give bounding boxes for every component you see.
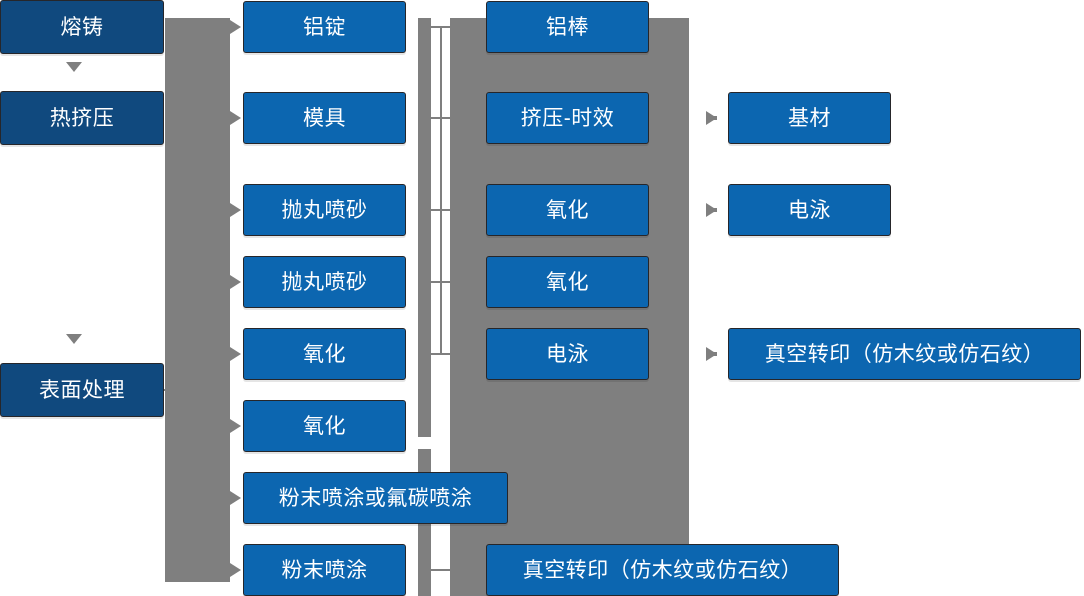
node-mold[interactable]: 模具 — [243, 92, 406, 144]
arrow-right-icon — [230, 563, 241, 577]
arrow-right-icon — [706, 203, 717, 217]
node-shot-blast-1[interactable]: 抛丸喷砂 — [243, 184, 406, 236]
node-label: 表面处理 — [39, 378, 125, 402]
node-label: 粉末喷涂 — [281, 558, 368, 582]
node-shot-blast-2[interactable]: 抛丸喷砂 — [243, 256, 406, 308]
node-label: 铝棒 — [546, 15, 589, 39]
node-label: 模具 — [303, 106, 346, 130]
node-hot-extrusion[interactable]: 热挤压 — [0, 91, 164, 145]
arrow-down-icon — [66, 62, 82, 72]
node-label: 抛丸喷砂 — [281, 198, 368, 222]
arrow-right-icon — [706, 347, 717, 361]
gray-connector-left-main — [165, 18, 230, 582]
node-label: 氧化 — [303, 342, 346, 366]
arrow-right-icon — [230, 20, 241, 34]
arrow-right-icon — [230, 347, 241, 361]
node-oxidation-3[interactable]: 氧化 — [486, 184, 649, 236]
mid-spine-line — [440, 26, 442, 354]
node-label: 铝锭 — [303, 15, 346, 39]
arrow-right-icon — [230, 419, 241, 433]
arrow-right-icon — [230, 111, 241, 125]
node-label: 氧化 — [303, 414, 346, 438]
node-label: 真空转印（仿木纹或仿石纹） — [522, 558, 803, 582]
node-powder-coating[interactable]: 粉末喷涂 — [243, 544, 406, 596]
node-label: 电泳 — [546, 342, 589, 366]
node-oxidation-4[interactable]: 氧化 — [486, 256, 649, 308]
node-surface-treatment[interactable]: 表面处理 — [0, 363, 164, 417]
node-melt-cast[interactable]: 熔铸 — [0, 0, 164, 54]
surface-treatment-connector — [164, 389, 188, 391]
node-vacuum-transfer-print-1[interactable]: 真空转印（仿木纹或仿石纹） — [486, 544, 839, 596]
mid-tick-line — [431, 569, 450, 571]
arrow-right-icon — [230, 491, 241, 505]
node-electrophoresis-1[interactable]: 电泳 — [486, 328, 649, 380]
mid-tick-line — [431, 353, 450, 355]
node-label: 真空转印（仿木纹或仿石纹） — [764, 342, 1045, 366]
arrow-right-icon — [230, 203, 241, 217]
node-electrophoresis-2[interactable]: 电泳 — [728, 184, 891, 236]
arrow-right-icon — [706, 111, 717, 125]
node-powder-or-pvdf-coating[interactable]: 粉末喷涂或氟碳喷涂 — [243, 472, 508, 524]
node-aluminum-bar[interactable]: 铝棒 — [486, 1, 649, 53]
node-label: 熔铸 — [60, 15, 104, 39]
node-label: 氧化 — [546, 270, 589, 294]
node-oxidation-2[interactable]: 氧化 — [243, 400, 406, 452]
node-label: 粉末喷涂或氟碳喷涂 — [278, 486, 473, 510]
arrow-down-icon — [66, 334, 82, 344]
mid-thin-break — [418, 437, 431, 449]
node-label: 抛丸喷砂 — [281, 270, 368, 294]
arrow-right-icon — [230, 275, 241, 289]
node-aluminum-ingot[interactable]: 铝锭 — [243, 1, 406, 53]
gray-connector-left-stub — [165, 342, 187, 377]
node-label: 基材 — [788, 106, 831, 130]
node-label: 电泳 — [788, 198, 831, 222]
node-oxidation-1[interactable]: 氧化 — [243, 328, 406, 380]
node-substrate[interactable]: 基材 — [728, 92, 891, 144]
node-label: 挤压-时效 — [520, 106, 615, 130]
node-label: 氧化 — [546, 198, 589, 222]
node-extrusion-aging[interactable]: 挤压-时效 — [486, 92, 649, 144]
node-vacuum-transfer-print-2[interactable]: 真空转印（仿木纹或仿石纹） — [728, 328, 1081, 380]
gray-connector-mid-thin — [418, 18, 431, 596]
node-label: 热挤压 — [49, 106, 115, 130]
